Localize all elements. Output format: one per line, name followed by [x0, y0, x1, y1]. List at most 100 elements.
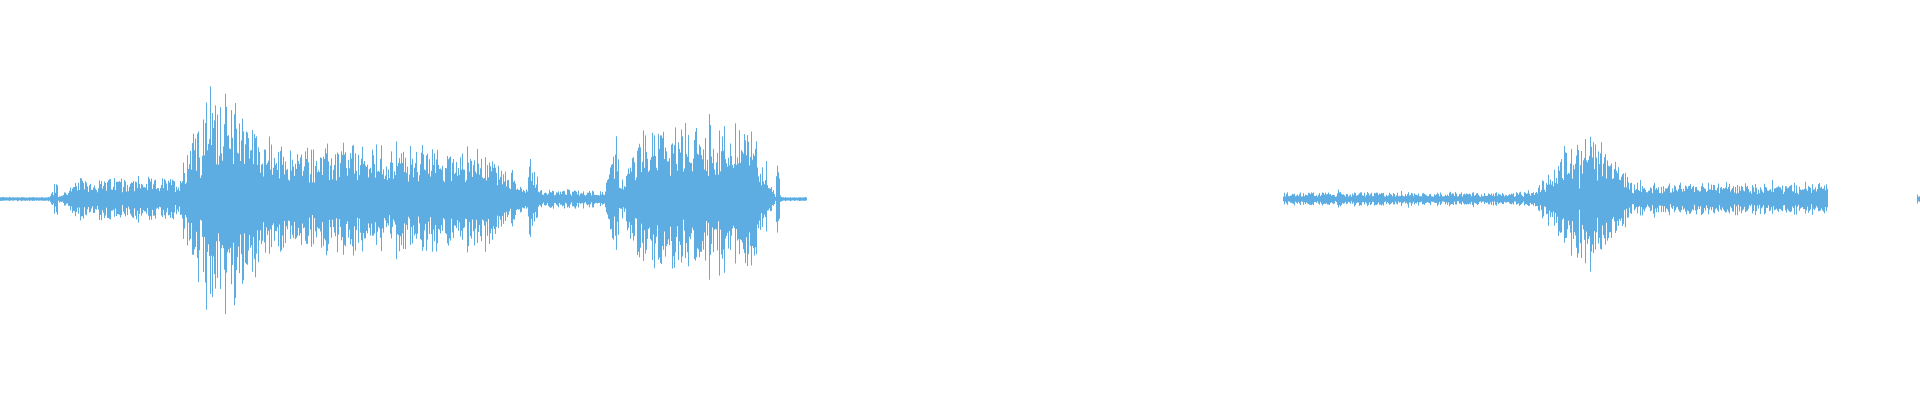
waveform-sample-bar	[63, 195, 64, 203]
waveform-sample-bar	[152, 188, 153, 210]
waveform-sample-bar	[1414, 193, 1415, 205]
waveform-sample-bar	[635, 180, 636, 219]
waveform-sample-bar	[1613, 178, 1614, 217]
waveform-sample-bar	[139, 183, 140, 214]
waveform-sample-bar	[1418, 193, 1419, 206]
waveform-sample-bar	[1576, 155, 1577, 248]
waveform-sample-bar	[428, 173, 429, 222]
waveform-sample-bar	[1740, 190, 1741, 207]
waveform-sample-bar	[694, 140, 695, 259]
waveform-sample-bar	[133, 181, 134, 218]
waveform-sample-bar	[291, 170, 292, 226]
waveform-sample-bar	[771, 187, 772, 211]
waveform-sample-bar	[44, 197, 45, 201]
waveform-sample-bar	[1492, 195, 1493, 202]
waveform-sample-bar	[789, 197, 790, 201]
waveform-sample-bar	[1690, 184, 1691, 214]
waveform-sample-bar	[419, 175, 420, 224]
waveform-sample-bar	[1628, 182, 1629, 218]
waveform-sample-bar	[438, 164, 439, 229]
waveform-sample-bar	[1557, 183, 1558, 217]
waveform-sample-bar	[55, 192, 56, 207]
waveform-sample-bar	[1346, 193, 1347, 205]
waveform-sample-bar	[411, 164, 412, 228]
waveform-sample-bar	[301, 154, 302, 245]
waveform-sample-bar	[1380, 194, 1381, 205]
waveform-sample-bar	[801, 197, 802, 201]
waveform-sample-bar	[65, 192, 66, 206]
waveform-sample-bar	[554, 195, 555, 203]
waveform-sample-bar	[1784, 191, 1785, 206]
waveform-sample-bar	[1450, 191, 1451, 205]
waveform-sample-bar	[799, 197, 800, 201]
waveform-sample-bar	[97, 192, 98, 206]
waveform-sample-bar	[1698, 190, 1699, 207]
waveform-sample-bar	[278, 152, 279, 247]
waveform-sample-bar	[91, 189, 92, 209]
waveform-sample-bar	[1379, 193, 1380, 205]
waveform-sample-bar	[666, 151, 667, 247]
waveform-sample-bar	[207, 150, 208, 252]
waveform-sample-bar	[137, 187, 138, 211]
waveform-sample-bar	[1291, 195, 1292, 203]
waveform-sample-bar	[590, 192, 591, 205]
waveform-sample-bar	[1810, 187, 1811, 210]
waveform-sample-bar	[114, 178, 115, 217]
waveform-sample-bar	[298, 161, 299, 228]
waveform-sample-bar	[310, 174, 311, 230]
waveform-sample-bar	[1501, 195, 1502, 203]
waveform-sample-bar	[1385, 196, 1386, 202]
waveform-sample-bar	[1584, 158, 1585, 240]
waveform-sample-bar	[118, 182, 119, 215]
waveform-sample-bar	[146, 184, 147, 214]
waveform-sample-bar	[311, 149, 312, 247]
waveform-sample-bar	[281, 146, 282, 251]
waveform-sample-bar	[225, 93, 226, 314]
waveform-sample-bar	[1389, 192, 1390, 205]
waveform-sample-bar	[779, 178, 780, 219]
waveform-sample-bar	[593, 191, 594, 208]
waveform-sample-bar	[327, 143, 328, 251]
waveform-sample-bar	[0, 197, 1, 201]
waveform-sample-bar	[1778, 186, 1779, 212]
waveform-sample-bar	[1396, 195, 1397, 204]
waveform-sample-bar	[305, 151, 306, 241]
waveform-sample-bar	[189, 164, 190, 241]
waveform-sample-bar	[701, 155, 702, 252]
waveform-sample-bar	[320, 157, 321, 232]
waveform-sample-bar	[1386, 194, 1387, 205]
waveform-sample-bar	[324, 158, 325, 239]
waveform-sample-bar	[1816, 191, 1817, 207]
waveform-sample-bar	[68, 193, 69, 206]
waveform-sample-bar	[220, 107, 221, 289]
waveform-sample-bar	[249, 158, 250, 236]
waveform-sample-bar	[348, 159, 349, 238]
waveform-sample-bar	[1560, 162, 1561, 233]
waveform-sample-bar	[1655, 189, 1656, 209]
waveform-sample-bar	[1426, 195, 1427, 203]
waveform-sample-bar	[668, 161, 669, 240]
waveform-sample-bar	[498, 165, 499, 229]
waveform-sample-bar	[1818, 184, 1819, 212]
waveform-sample-bar	[254, 134, 255, 260]
waveform-sample-bar	[545, 192, 546, 206]
waveform-sample-bar	[620, 188, 621, 209]
waveform-sample-bar	[1397, 192, 1398, 205]
waveform-sample-bar	[258, 147, 259, 263]
waveform-sample-bar	[62, 195, 63, 202]
waveform-sample-bar	[795, 197, 796, 201]
waveform-sample-bar	[1715, 189, 1716, 210]
waveform-sample-bar	[563, 190, 564, 206]
waveform-sample-bar	[1538, 187, 1539, 211]
waveform-sample-bar	[1336, 196, 1337, 202]
waveform-sample-bar	[559, 194, 560, 203]
waveform-sample-bar	[279, 178, 280, 225]
waveform-sample-bar	[170, 179, 171, 218]
waveform-sample-bar	[690, 163, 691, 240]
waveform-sample-bar	[159, 191, 160, 207]
waveform-sample-bar	[418, 181, 419, 217]
waveform-sample-bar	[358, 154, 359, 243]
waveform-sample-bar	[157, 188, 158, 208]
waveform-sample-bar	[238, 153, 239, 247]
waveform-sample-bar	[368, 177, 369, 224]
